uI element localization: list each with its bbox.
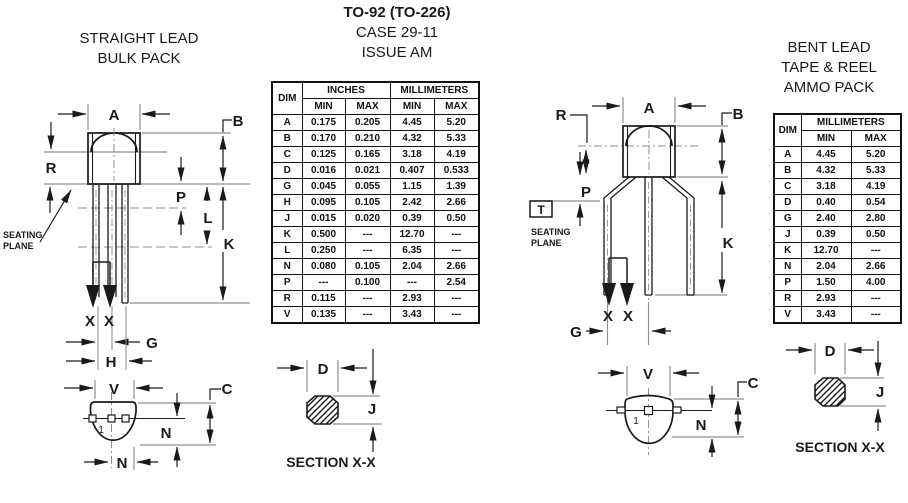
seating-plane-datum-t: T <box>537 203 545 217</box>
dim-label-a: A <box>644 100 655 117</box>
bent-lead-heading-line1: BENT LEAD <box>787 39 871 56</box>
col-header-dim: DIM <box>773 113 802 147</box>
seating-plane-label-line1: SEATING <box>3 230 42 240</box>
section-cut-label-x: X <box>104 313 114 330</box>
dim-label-n: N <box>161 425 172 442</box>
dim-label-c: C <box>748 375 759 392</box>
table-group-header-row: DIM MILLIMETERS <box>773 113 902 147</box>
section-cut-label-x: X <box>623 308 633 325</box>
bent-lead-bottom-view: V C N 1 <box>598 366 759 457</box>
dim-label-a: A <box>109 107 120 124</box>
dim-label-j: J <box>876 384 884 401</box>
seating-plane-label-line2: PLANE <box>3 241 34 251</box>
dimension-cell: --- <box>344 290 391 307</box>
main-dimension-table: DIM INCHES MILLIMETERS MIN MAX MIN MAX A… <box>271 81 481 324</box>
dimension-cell: --- <box>850 290 902 307</box>
issue-revision: ISSUE AM <box>361 44 433 61</box>
straight-lead-bottom-view: V C N N 1 <box>64 380 233 472</box>
dim-label-r: R <box>556 107 567 124</box>
dim-label-c: C <box>222 381 233 398</box>
dim-label-n: N <box>117 455 128 472</box>
dimension-cell: --- <box>433 290 480 307</box>
pin-one-label: 1 <box>98 425 104 436</box>
dim-label-h: H <box>106 354 117 371</box>
dim-label-j: J <box>368 401 376 418</box>
dim-label-b: B <box>233 113 244 130</box>
dim-label-k: K <box>224 236 235 253</box>
dim-label-l: L <box>203 210 212 227</box>
dimension-cell: --- <box>344 306 391 324</box>
table-minmax-header-row: MIN MAX MIN MAX <box>272 98 480 115</box>
dimension-cell: --- <box>850 242 902 259</box>
group-header-millimeters: MILLIMETERS <box>800 113 902 131</box>
case-number: CASE 29-11 <box>355 24 439 41</box>
dim-label-b: B <box>733 106 744 123</box>
dim-label-g: G <box>146 335 158 352</box>
case-name: TO-92 (TO-226) <box>343 4 451 21</box>
dimension-cell: --- <box>850 306 902 324</box>
dim-label-k: K <box>723 235 734 252</box>
section-xx-title: SECTION X-X <box>795 439 885 455</box>
page-title: TO-92 (TO-226) CASE 29-11 ISSUE AM <box>307 3 487 63</box>
section-xx-title: SECTION X-X <box>286 454 376 470</box>
bent-lead-heading: BENT LEAD TAPE & REEL AMMO PACK <box>739 38 908 98</box>
dim-label-p: P <box>176 189 186 206</box>
dimension-cell: --- <box>433 306 480 324</box>
dim-label-v: V <box>643 366 653 383</box>
dim-label-d: D <box>318 361 329 378</box>
section-xx-right: D J SECTION X-X <box>786 341 886 455</box>
pin-one-label: 1 <box>633 416 639 427</box>
dim-label-p: P <box>581 184 591 201</box>
table-group-header-row: DIM INCHES MILLIMETERS <box>271 81 480 115</box>
dim-label-g: G <box>570 324 582 341</box>
section-cut-label-x: X <box>85 313 95 330</box>
seating-plane-label-line1: SEATING <box>531 227 570 237</box>
straight-lead-heading-line2: BULK PACK <box>97 50 181 67</box>
seating-plane-label-line2: PLANE <box>531 238 562 248</box>
bent-lead-heading-line3: AMMO PACK <box>783 79 875 96</box>
dim-label-r: R <box>46 160 57 177</box>
dim-label-d: D <box>825 343 836 360</box>
dim-label-v: V <box>109 381 119 398</box>
bent-lead-front-view: A B R P K X X G T SEATING PLANE <box>529 97 744 345</box>
straight-lead-heading: STRAIGHT LEAD BULK PACK <box>49 29 229 69</box>
dim-label-n: N <box>696 417 707 434</box>
section-cut-label-x: X <box>603 308 613 325</box>
straight-lead-heading-line1: STRAIGHT LEAD <box>79 30 199 47</box>
straight-lead-front-view: A B R P L K X X G H SEATING PLANE <box>3 104 250 371</box>
bent-lead-heading-line2: TAPE & REEL <box>781 59 877 76</box>
section-xx-left: D J SECTION X-X <box>277 349 382 470</box>
